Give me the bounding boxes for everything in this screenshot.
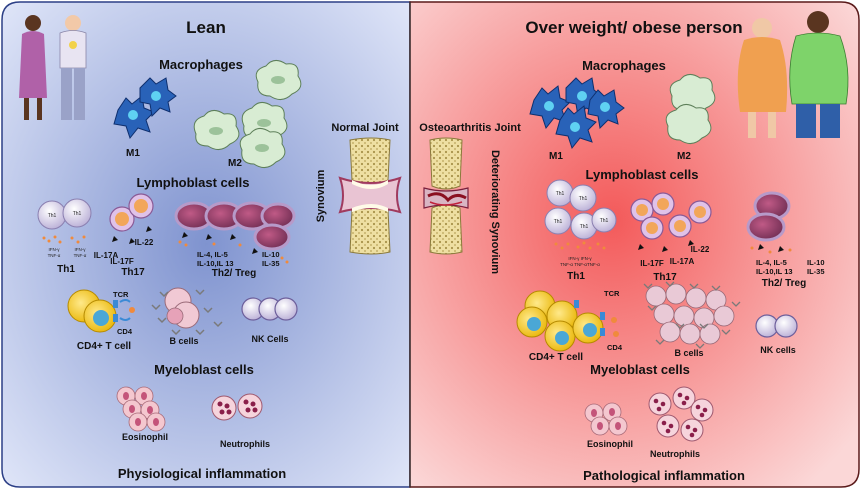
obese-tcr-label: TCR: [604, 289, 620, 298]
lean-il17a: IL-17A: [94, 251, 119, 260]
lean-il4-il5: IL-4, IL-5: [197, 250, 228, 259]
oa-joint-illustration: [423, 137, 469, 255]
lean-nk-cells: [241, 297, 298, 321]
lean-m2-macrophages: [193, 60, 302, 168]
lean-th17-cells: [109, 193, 154, 244]
obese-il22: IL-22: [691, 245, 710, 254]
obese-nk-cells-label: NK cells: [760, 345, 796, 355]
lean-il22: IL-22: [135, 238, 154, 247]
obese-il17f: IL-17F: [640, 259, 664, 268]
lean-panel: [1, 1, 411, 488]
deteriorating-synovium-label: Deteriorating Synovium: [489, 150, 501, 274]
lean-m1-label: M1: [126, 148, 140, 159]
lean-th2-treg-label: Th2/ Treg: [212, 268, 256, 279]
obese-b-cells: [643, 281, 741, 349]
obese-myeloblast-label: Myeloblast cells: [590, 362, 690, 377]
normal-joint-label: Normal Joint: [331, 122, 399, 134]
obese-cd4-t-cells: [516, 290, 619, 352]
svg-text:Th1: Th1: [580, 224, 589, 230]
svg-text:Th1: Th1: [579, 196, 588, 202]
obese-macrophages-label: Macrophages: [582, 58, 666, 73]
lean-cd4-label: CD4: [117, 327, 133, 336]
obese-m1-nuclei: [544, 91, 610, 132]
svg-text:TNF-α: TNF-α: [48, 253, 61, 258]
obese-th17-cells: [630, 192, 712, 252]
obese-neutrophils-label: Neutrophils: [650, 449, 700, 459]
lean-neutrophils: [211, 393, 263, 421]
lean-eosinophils: [116, 386, 166, 432]
obese-il10-il13: IL-10,IL 13: [756, 267, 793, 276]
oa-joint-label: Osteoarthritis Joint: [419, 122, 521, 134]
normal-joint-illustration: [338, 137, 402, 255]
lean-title: Lean: [186, 18, 226, 37]
lean-th17-label: Th17: [121, 267, 145, 278]
obese-panel: [409, 1, 860, 488]
lean-cd4-t-label: CD4+ T cell: [77, 341, 131, 352]
lean-nk-cells-label: NK Cells: [251, 334, 288, 344]
obese-m2-macrophages: [665, 74, 716, 144]
obese-lymphoblast-label: Lymphoblast cells: [586, 167, 699, 182]
obese-il4-il5: IL-4, IL-5: [756, 258, 787, 267]
svg-text:IFN-γ: IFN-γ: [75, 247, 87, 252]
svg-text:Th1: Th1: [73, 211, 82, 217]
svg-text:Th1: Th1: [554, 219, 563, 225]
lean-th2-treg-cells: [174, 201, 296, 264]
svg-text:IFN-γ: IFN-γ: [49, 247, 61, 252]
lean-myeloblast-label: Myeloblast cells: [154, 362, 254, 377]
obese-th2-treg-cells: [746, 191, 792, 254]
obese-th2-treg-label: Th2/ Treg: [762, 278, 806, 289]
obese-people-illustration: [737, 11, 849, 138]
lean-m1-macrophages: [113, 77, 177, 140]
obese-neutrophils: [648, 386, 714, 442]
obese-il35: IL-35: [807, 267, 825, 276]
obese-m1-label: M1: [549, 151, 563, 162]
obese-cd4-t-label: CD4+ T cell: [529, 352, 583, 363]
obese-th17-label: Th17: [653, 272, 677, 283]
obese-b-cells-label: B cells: [674, 348, 703, 358]
svg-text:Th1: Th1: [556, 191, 565, 197]
lean-lymphoblast-label: Lymphoblast cells: [137, 175, 250, 190]
lean-b-cells: [151, 287, 223, 336]
obese-eosinophil-label: Eosinophil: [587, 439, 633, 449]
obese-m2-label: M2: [677, 151, 691, 162]
obese-title: Over weight/ obese person: [525, 18, 742, 37]
lean-th1-cells: Th1 Th1 IFN-γ TNF-α IFN-γ TNF-α: [37, 198, 92, 258]
obese-cd4-label: CD4: [607, 343, 623, 352]
lean-m2-label: M2: [228, 158, 242, 169]
obese-il10: IL-10: [807, 258, 825, 267]
obese-th1-label: Th1: [567, 271, 585, 282]
lean-eosinophil-label: Eosinophil: [122, 432, 168, 442]
obese-eosinophils: [584, 402, 628, 436]
lean-footer: Physiological inflammation: [118, 466, 286, 481]
lean-il35: IL-35: [262, 259, 280, 268]
lean-macrophages-label: Macrophages: [159, 57, 243, 72]
svg-text:Th1: Th1: [48, 213, 57, 219]
svg-text:Th1: Th1: [600, 218, 609, 224]
lean-people-illustration: [19, 15, 87, 120]
obese-nk-cells: [755, 314, 798, 338]
svg-text:IFN-γ IFN-γ: IFN-γ IFN-γ: [568, 256, 592, 261]
synovium-label: Synovium: [315, 170, 327, 223]
obese-footer: Pathological inflammation: [583, 468, 745, 483]
lean-il10-il13: IL-10,IL 13: [197, 259, 234, 268]
lean-il10: IL-10: [262, 250, 280, 259]
obese-il17a: IL-17A: [670, 257, 695, 266]
lean-il17f: IL-17F: [110, 257, 134, 266]
lean-b-cells-label: B cells: [169, 336, 198, 346]
lean-neutrophils-label: Neutrophils: [220, 439, 270, 449]
lean-th1-label: Th1: [57, 264, 75, 275]
lean-tcr-label: TCR: [113, 290, 129, 299]
svg-text:TNF-α TNF-αTNF-α: TNF-α TNF-αTNF-α: [560, 262, 600, 267]
svg-text:TNF-α: TNF-α: [74, 253, 87, 258]
lean-cd4-t-cells: [67, 289, 135, 333]
